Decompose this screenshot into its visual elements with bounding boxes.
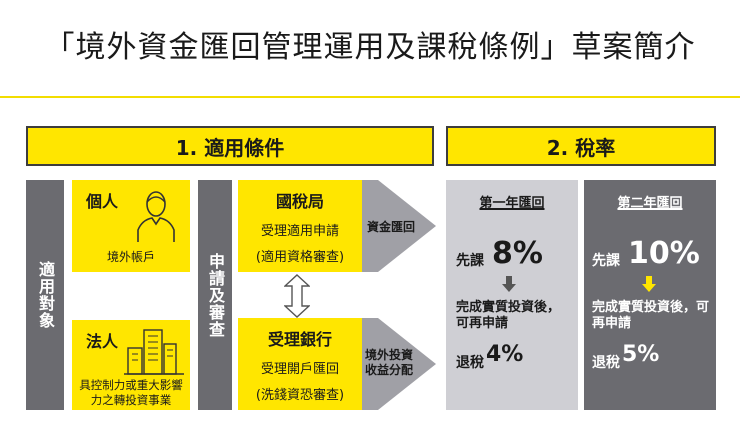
building-icon <box>124 329 184 375</box>
page-title: 「境外資金匯回管理運用及課稅條例」草案簡介 <box>44 30 696 65</box>
double-arrow-icon <box>284 274 310 318</box>
year2-tax-prefix: 先課 <box>592 253 620 269</box>
applicable-target-column: 適用對象 <box>26 180 64 410</box>
legal-entity-description: 具控制力或重大影響力之轉投資事業 <box>79 378 183 407</box>
arrow-remittance-label: 資金匯回 <box>366 220 415 234</box>
section-1-title: 1. 適用條件 <box>175 135 285 160</box>
applicable-target-label: 適用對象 <box>36 261 55 329</box>
year2-tax-rate: 10% <box>628 236 700 271</box>
year1-tax-rate: 8% <box>492 236 543 271</box>
receiving-bank-line2: (洗錢資恐審查) <box>255 388 345 403</box>
apply-review-label: 申請及審查 <box>206 252 225 338</box>
year1-down-arrow-icon <box>502 276 516 292</box>
year2-heading: 第二年匯回 <box>617 196 683 211</box>
year2-refund-prefix: 退稅 <box>592 355 620 371</box>
tax-bureau-box: 國稅局 受理適用申請 (適用資格審查) <box>238 180 362 272</box>
tax-bureau-label: 國稅局 <box>275 192 324 211</box>
year1-refund-prefix: 退稅 <box>456 355 484 371</box>
legal-entity-box: 法人 具控制力或重大影響力之轉投資事業 <box>72 320 190 410</box>
year1-column: 第一年匯回 先課 8% 完成實質投資後，可再申請 退稅 4% <box>446 180 578 410</box>
receiving-bank-line1: 受理開戶匯回 <box>260 362 339 377</box>
year1-tax-prefix: 先課 <box>456 253 484 269</box>
individual-box: 個人 境外帳戶 <box>72 180 190 272</box>
year1-heading: 第一年匯回 <box>479 196 545 211</box>
year1-text: 完成實質投資後，可再申請 <box>456 300 561 331</box>
year2-refund-rate: 5% <box>622 342 660 367</box>
remittance-arrow <box>350 180 436 272</box>
offshore-account-label: 境外帳戶 <box>106 250 155 264</box>
arrow-income-label: 境外投資收益分配 <box>364 348 413 377</box>
section-2-header: 2. 稅率 <box>446 126 716 166</box>
income-distribution-arrow <box>350 318 436 410</box>
tax-bureau-line2: (適用資格審查) <box>255 250 345 265</box>
year2-column: 第二年匯回 先課 10% 完成實質投資後，可再申請 退稅 5% <box>584 180 716 410</box>
divider <box>0 96 740 98</box>
year2-text: 完成實質投資後，可再申請 <box>592 300 710 331</box>
year1-refund-rate: 4% <box>486 342 524 367</box>
person-icon <box>137 191 175 242</box>
legal-entity-label: 法人 <box>86 332 119 351</box>
receiving-bank-label: 受理銀行 <box>267 330 332 349</box>
tax-bureau-line1: 受理適用申請 <box>260 224 339 239</box>
individual-label: 個人 <box>86 192 119 211</box>
apply-review-column: 申請及審查 <box>198 180 232 410</box>
section-1-header: 1. 適用條件 <box>26 126 434 166</box>
year2-down-arrow-icon <box>642 276 656 292</box>
section-2-title: 2. 稅率 <box>546 135 616 160</box>
receiving-bank-box: 受理銀行 受理開戶匯回 (洗錢資恐審查) <box>238 318 362 410</box>
